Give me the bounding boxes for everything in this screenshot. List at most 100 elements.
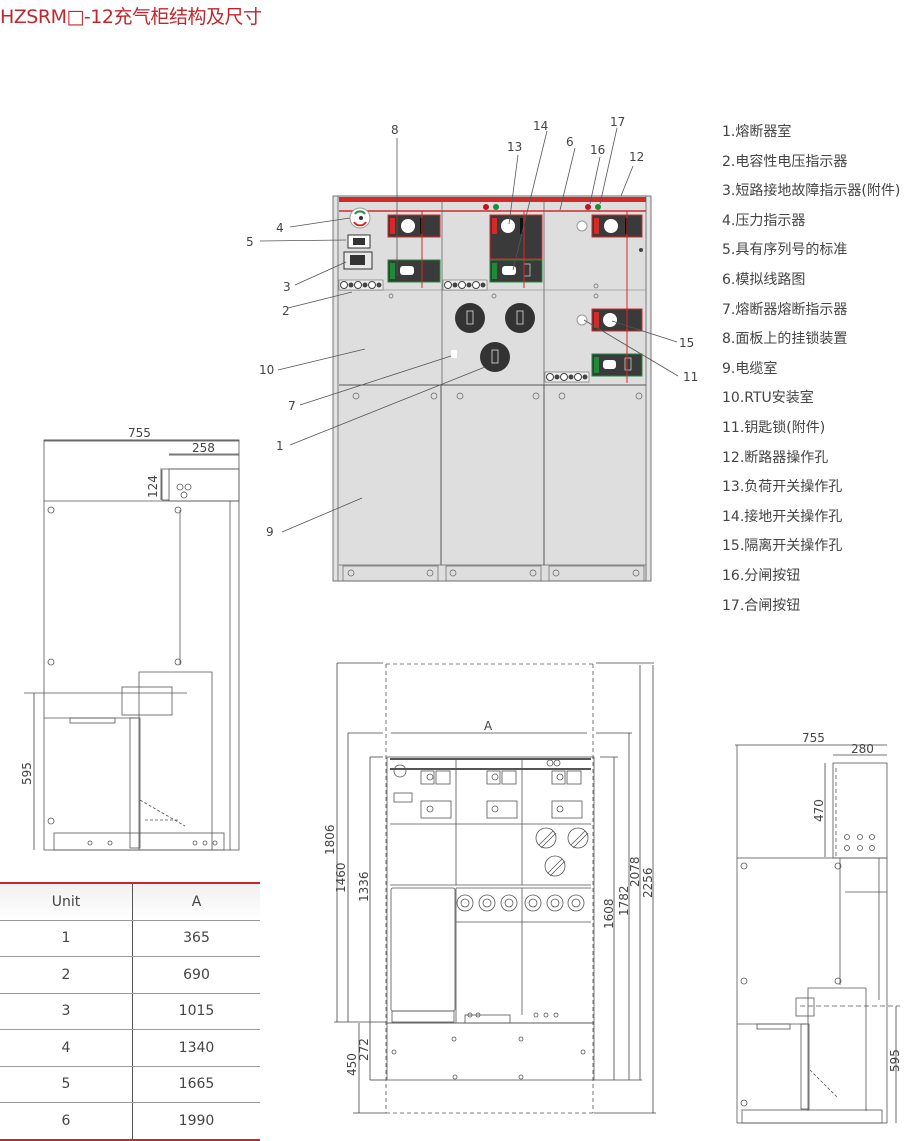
voltage-indicator-right <box>544 371 590 383</box>
cell-a: 1665 <box>132 1066 260 1103</box>
load-switch-operating-box-left <box>387 214 441 238</box>
earth-switch-operating-box-middle <box>489 259 543 283</box>
dim-1336: 1336 <box>357 871 371 902</box>
side-view-right-dims: 755 280 470 595 <box>802 731 902 1072</box>
cell-unit: 2 <box>0 956 133 994</box>
cell-a: 690 <box>132 956 260 994</box>
side-view-left <box>24 439 240 851</box>
legend-item: 5.具有序列号的标准 <box>722 242 848 259</box>
dim-top-width-right: 280 <box>851 742 874 756</box>
unit-dimension-table: Unit A 1 365 2 690 3 1015 4 1340 5 1665 … <box>0 882 260 1141</box>
earth-switch-operating-box-right <box>591 353 643 377</box>
dim-depth-left: 755 <box>128 426 151 440</box>
dim-1782: 1782 <box>617 885 631 916</box>
callout-1: 1 <box>276 439 284 453</box>
callout-2: 2 <box>282 304 290 318</box>
legend-item: 1.熔断器室 <box>722 124 792 140</box>
callout-6: 6 <box>566 135 574 149</box>
header-unit: Unit <box>0 882 133 921</box>
callout-9: 9 <box>266 525 274 539</box>
dim-top-width-left: 258 <box>192 441 215 455</box>
close-button-icon <box>493 204 499 210</box>
legend-item: 17.合闸按钮 <box>722 597 801 614</box>
table-row: 6 1990 <box>0 1102 260 1141</box>
side-view-right <box>735 744 900 1124</box>
legend-item: 6.模拟线路图 <box>722 271 806 288</box>
callout-12: 12 <box>629 150 644 164</box>
voltage-indicator-middle <box>442 279 488 291</box>
dim-272: 272 <box>357 1038 371 1061</box>
callout-16: 16 <box>590 143 605 157</box>
key-lock-icon <box>576 314 588 326</box>
cell-unit: 4 <box>0 1029 133 1067</box>
callout-17: 17 <box>610 115 625 129</box>
cell-a: 1015 <box>132 993 260 1030</box>
cell-a: 1990 <box>132 1102 260 1141</box>
dim-top-height-right: 470 <box>812 799 826 822</box>
legend-item: 12.断路器操作孔 <box>722 449 829 466</box>
cell-unit: 3 <box>0 993 133 1030</box>
callout-leaders <box>259 127 679 533</box>
callout-10: 10 <box>259 363 274 377</box>
close-button-icon <box>595 204 601 210</box>
table-header-row: Unit A <box>0 882 260 921</box>
page-title: HZSRM□-12充气柜结构及尺寸 <box>0 6 262 28</box>
legend-item: 3.短路接地故障指示器(附件) <box>722 183 901 200</box>
key-lock-icon <box>576 220 588 232</box>
callout-8: 8 <box>391 123 399 137</box>
header-a: A <box>132 882 260 921</box>
callout-15: 15 <box>679 336 694 350</box>
dim-2256: 2256 <box>641 867 655 898</box>
front-panel-view <box>332 195 652 582</box>
table-row: 2 690 <box>0 956 260 994</box>
callout-4: 4 <box>276 221 284 235</box>
cell-a: 365 <box>132 920 260 957</box>
table-row: 3 1015 <box>0 993 260 1030</box>
dim-1806: 1806 <box>323 824 337 855</box>
dim-1460: 1460 <box>334 862 348 893</box>
open-button-icon <box>483 204 489 210</box>
earth-switch-operating-box-left <box>387 259 441 283</box>
callout-11: 11 <box>683 370 698 384</box>
legend-item: 4.压力指示器 <box>722 212 806 229</box>
legend-item: 11.钥匙锁(附件) <box>722 419 826 436</box>
legend-item: 2.电容性电压指示器 <box>722 153 848 170</box>
callout-labels: 4 5 3 2 8 13 14 6 16 17 12 10 7 1 9 15 1… <box>246 115 698 539</box>
circuit-breaker-operating-box <box>591 214 643 238</box>
dim-2078: 2078 <box>628 856 642 887</box>
dim-top-height-left: 124 <box>146 475 160 498</box>
component-legend: 1.熔断器室 2.电容性电压指示器 3.短路接地故障指示器(附件) 4.压力指示… <box>722 118 900 621</box>
dim-cable-height-left: 595 <box>20 762 34 785</box>
dim-width-a: A <box>484 719 493 733</box>
legend-item: 13.负荷开关操作孔 <box>722 479 843 496</box>
fuse-holder-icon <box>455 303 535 372</box>
callout-3: 3 <box>283 280 291 294</box>
top-red-bar <box>339 197 646 202</box>
dim-1608: 1608 <box>602 898 616 929</box>
legend-item: 8.面板上的挂锁装置 <box>722 331 848 348</box>
cell-unit: 5 <box>0 1066 133 1103</box>
legend-item: 14.接地开关操作孔 <box>722 508 843 525</box>
table-row: 1 365 <box>0 920 260 957</box>
cell-unit: 1 <box>0 920 133 957</box>
cell-unit: 6 <box>0 1102 133 1141</box>
voltage-indicator-left <box>338 279 384 291</box>
side-view-left-dims: 755 258 124 595 <box>20 426 215 785</box>
callout-14: 14 <box>533 119 548 133</box>
pressure-indicator-icon <box>349 207 371 229</box>
table-row: 4 1340 <box>0 1029 260 1067</box>
table-row: 5 1665 <box>0 1066 260 1103</box>
front-dimension-labels: A 1806 1460 1336 450 272 1608 1782 2078 … <box>323 719 655 1076</box>
legend-item: 7.熔断器熔断指示器 <box>722 301 848 318</box>
legend-item: 15.隔离开关操作孔 <box>722 538 843 555</box>
fuse-blown-indicator <box>451 350 457 358</box>
callout-13: 13 <box>507 140 522 154</box>
dim-cable-height-right: 595 <box>888 1049 902 1072</box>
load-switch-operating-box-middle <box>489 214 543 260</box>
dim-450: 450 <box>345 1053 359 1076</box>
legend-item: 10.RTU安装室 <box>722 390 814 407</box>
front-dimension-view <box>334 662 656 1114</box>
dim-depth-right: 755 <box>802 731 825 745</box>
legend-item: 16.分闸按钮 <box>722 567 801 584</box>
callout-7: 7 <box>288 399 296 413</box>
